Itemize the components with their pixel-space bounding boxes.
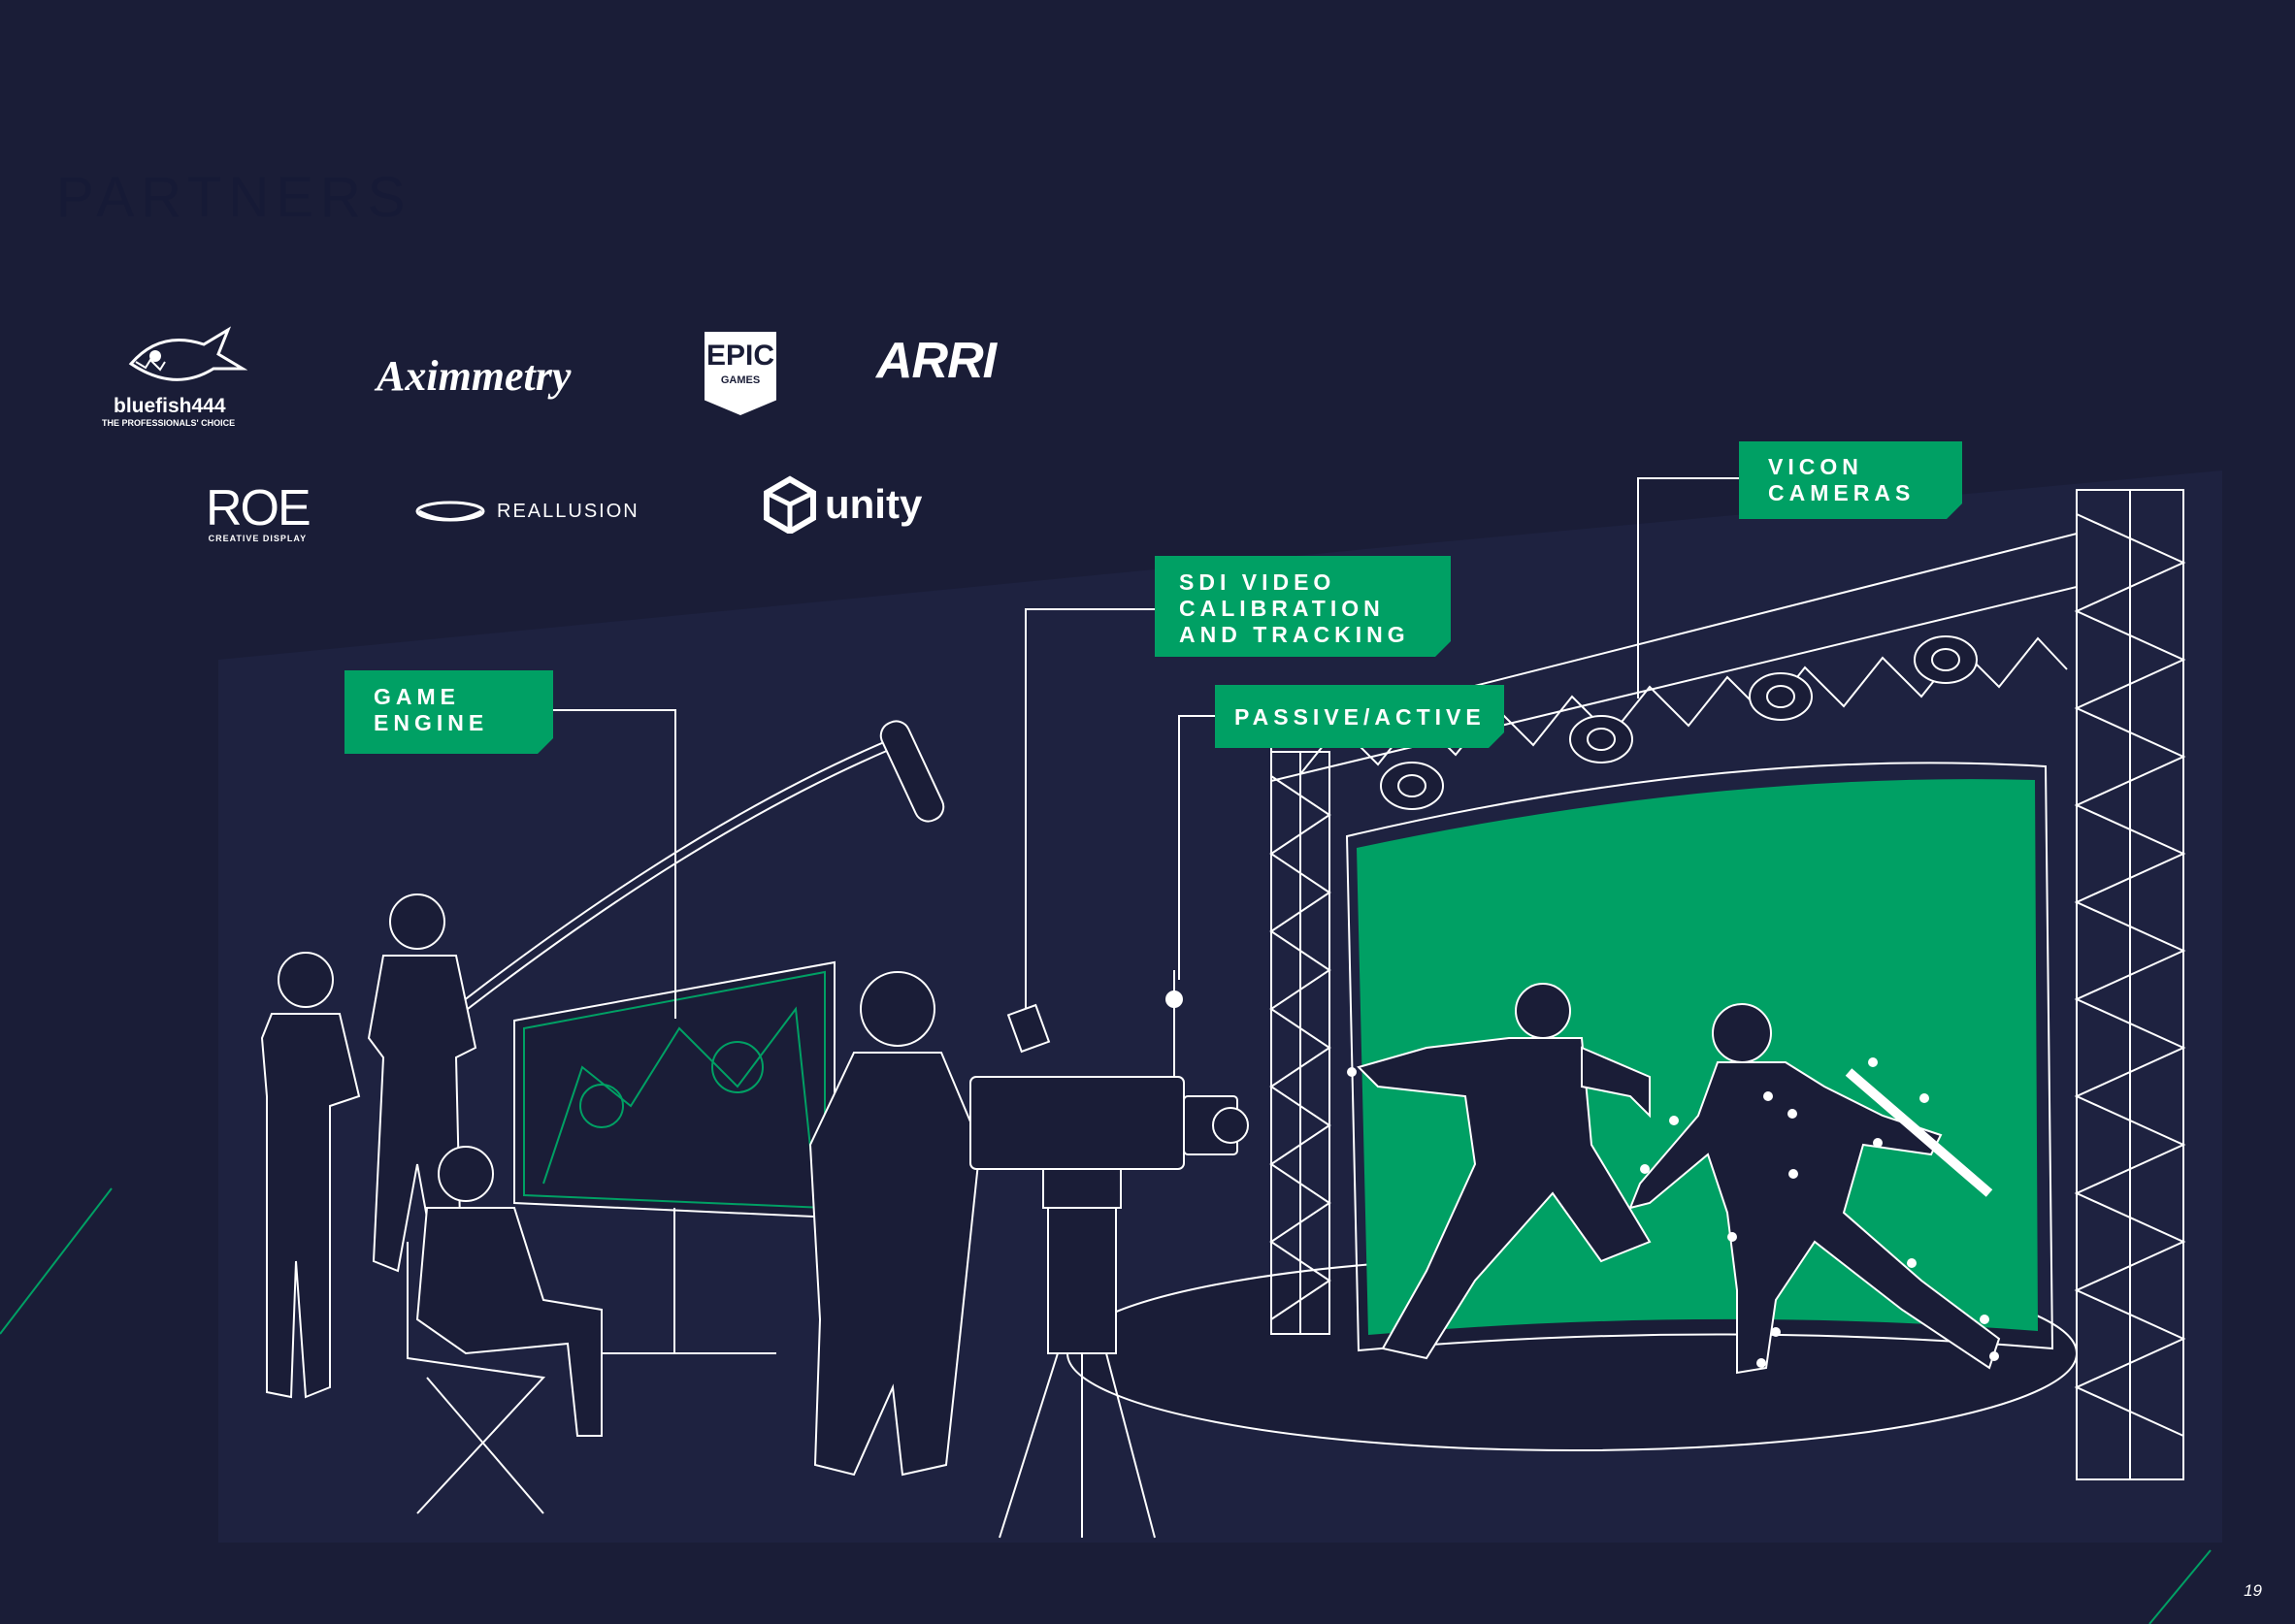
- label-game-engine-line2: ENGINE: [374, 710, 489, 735]
- roe-logo: ROE CREATIVE DISPLAY: [206, 480, 311, 543]
- boom-microphone: [397, 720, 945, 1061]
- crew-camera-operator: [808, 971, 982, 1477]
- mocap-markers: [1347, 1057, 1999, 1368]
- game-engine-monitor: [513, 960, 836, 1354]
- performer-right: [1628, 1003, 2001, 1375]
- label-game-engine: GAME ENGINE: [344, 670, 553, 754]
- label-vicon-cameras-line2: CAMERAS: [1768, 480, 1916, 505]
- leader-sdi-video: [1025, 608, 1155, 1009]
- reallusion-name: REALLUSION: [497, 500, 639, 522]
- label-game-engine-line1: GAME: [374, 684, 460, 709]
- arri-name: ARRI: [876, 333, 997, 389]
- label-sdi-video: SDI VIDEO CALIBRATION AND TRACKING: [1155, 556, 1451, 657]
- label-vicon-cameras-line1: VICON: [1768, 454, 1863, 479]
- leader-passive-active: [1178, 715, 1215, 980]
- bluefish-icon: [128, 326, 247, 381]
- truss-right: [2074, 489, 2186, 1480]
- bluefish-tagline: THE PROFESSIONALS' CHOICE: [102, 418, 236, 428]
- performer-left: [1357, 983, 1652, 1360]
- label-sdi-video-line3: AND TRACKING: [1179, 622, 1410, 647]
- green-screen-frame: [1345, 762, 2054, 1352]
- aximmetry-name: Aximmetry: [377, 352, 572, 400]
- unity-cube-icon: [764, 475, 816, 534]
- vicon-camera-1: [1380, 762, 1444, 810]
- bluefish-name: bluefish444: [114, 395, 226, 417]
- label-passive-active-line1: PASSIVE/ACTIVE: [1234, 704, 1486, 730]
- leader-lines: [549, 477, 1739, 1019]
- page-number: 19: [2244, 1581, 2262, 1600]
- unity-name: unity: [825, 481, 923, 527]
- aximmetry-logo: Aximmetry: [377, 351, 571, 401]
- director-chair: [407, 1146, 603, 1514]
- corner-accent-right: [2148, 1549, 2212, 1624]
- roe-tagline: CREATIVE DISPLAY: [208, 534, 308, 543]
- truss-left: [1269, 751, 1331, 1335]
- label-passive-active: PASSIVE/ACTIVE: [1215, 685, 1504, 748]
- roe-name: ROE: [206, 480, 311, 536]
- cinema-camera-rig: [969, 970, 1249, 1539]
- page-title: PARTNERS: [56, 166, 412, 229]
- vicon-camera-2: [1569, 715, 1633, 763]
- epic-line2: GAMES: [720, 374, 761, 386]
- leader-vicon-cameras: [1637, 477, 1739, 698]
- leader-game-engine: [549, 709, 676, 1019]
- vicon-camera-4: [1914, 635, 1978, 684]
- unity-logo: unity: [761, 475, 922, 534]
- reallusion-icon: [415, 501, 485, 522]
- epic-games-logo: EPIC GAMES: [705, 332, 776, 415]
- label-sdi-video-line2: CALIBRATION: [1179, 596, 1385, 621]
- label-sdi-video-line1: SDI VIDEO: [1179, 569, 1336, 595]
- arri-logo: ARRI: [876, 332, 997, 390]
- vicon-camera-3: [1749, 672, 1813, 721]
- crew-audio-tech: [260, 952, 361, 1399]
- bluefish444-logo: bluefish444 THE PROFESSIONALS' CHOICE: [102, 325, 272, 432]
- reallusion-logo: REALLUSION: [415, 497, 639, 526]
- label-vicon-cameras: VICON CAMERAS: [1739, 441, 1962, 519]
- corner-accent-left: [0, 1187, 113, 1335]
- epic-line1: EPIC: [705, 340, 775, 372]
